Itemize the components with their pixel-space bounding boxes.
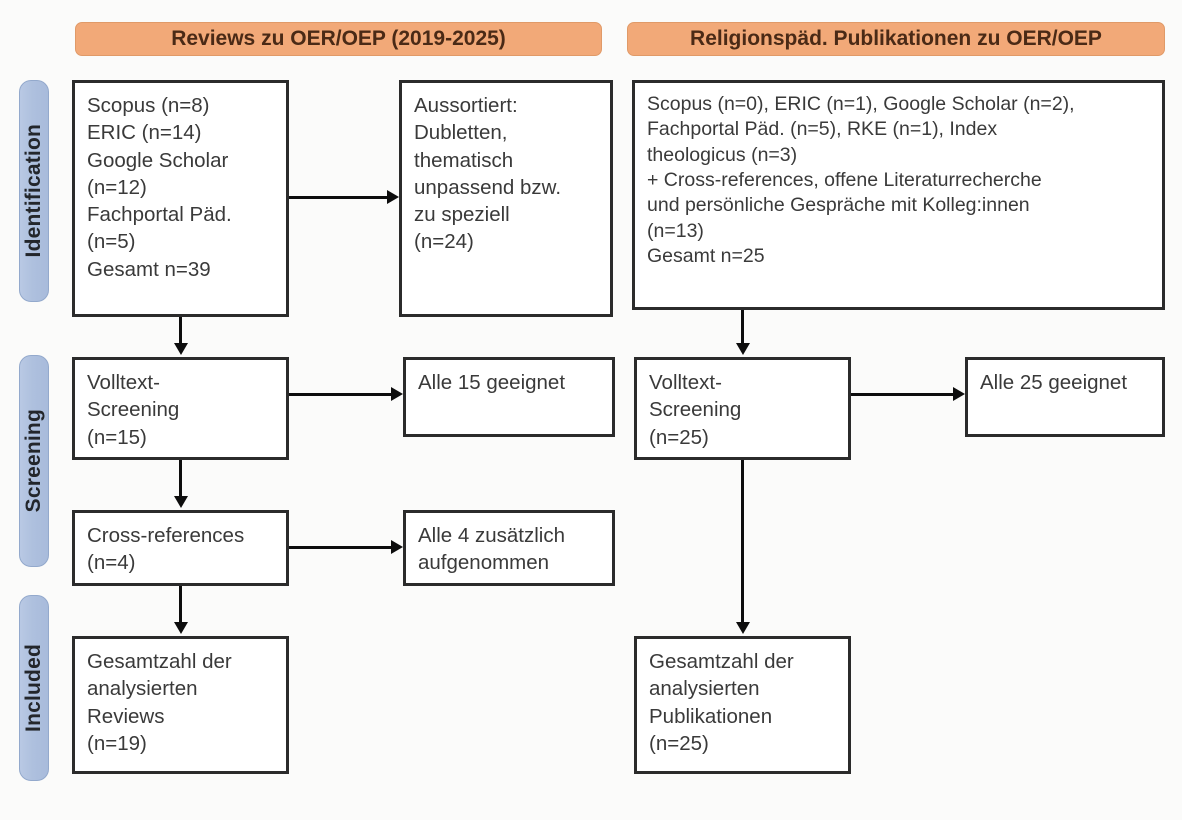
text-line: (n=5)	[87, 230, 136, 254]
text-line: (n=25)	[649, 425, 709, 449]
text-line: Publikationen	[649, 704, 773, 728]
text-line: (n=4)	[87, 551, 136, 575]
connector-right-sources-to-fulltext	[741, 310, 744, 345]
arrowhead-right-icon	[391, 387, 403, 401]
text-line: thematisch	[414, 148, 514, 172]
text-line: Screening	[87, 398, 180, 422]
text-line: analysierten	[649, 677, 760, 701]
arrowhead-right-icon	[387, 190, 399, 204]
text-line: Gesamt n=39	[87, 257, 211, 281]
text-line: Screening	[649, 398, 742, 422]
column-header-left: Reviews zu OER/OEP (2019-2025)	[75, 22, 602, 56]
connector-left-crossrefs-to-result	[289, 546, 391, 549]
arrowhead-down-icon	[174, 622, 188, 634]
text-line: Aussortiert:	[414, 94, 518, 117]
box-left-included-total: Gesamtzahl der analysierten Reviews (n=1…	[72, 636, 289, 774]
text-line: (n=19)	[87, 731, 147, 755]
text-line: (n=24)	[414, 230, 474, 254]
text-line: + Cross-references, offene Literaturrech…	[647, 169, 1042, 192]
text-line: (n=12)	[87, 175, 147, 199]
text-line: Cross-references	[87, 524, 245, 547]
text-line: und persönliche Gespräche mit Kolleg:inn…	[647, 194, 1030, 217]
text-line: analysierten	[87, 677, 198, 701]
text-line: (n=13)	[647, 219, 704, 242]
stage-label-screening: Screening	[22, 409, 45, 513]
box-right-included-total: Gesamtzahl der analysierten Publikatione…	[634, 636, 851, 774]
stage-label-included: Included	[22, 644, 45, 732]
text-line: aufgenommen	[418, 551, 550, 575]
arrowhead-down-icon	[174, 496, 188, 508]
box-left-crossrefs: Cross-references (n=4)	[72, 510, 289, 586]
text-line: Gesamtzahl der	[649, 650, 794, 673]
box-right-identification-sources: Scopus (n=0), ERIC (n=1), Google Scholar…	[632, 80, 1165, 310]
box-left-crossrefs-result: Alle 4 zusätzlich aufgenommen	[403, 510, 615, 586]
text-line: Gesamt n=25	[647, 245, 765, 268]
text-line: Reviews	[87, 704, 165, 728]
text-line: theologicus (n=3)	[647, 143, 798, 166]
box-right-fulltext-screening: Volltext- Screening (n=25)	[634, 357, 851, 460]
arrowhead-down-icon	[174, 343, 188, 355]
stage-bar-screening: Screening	[19, 355, 49, 567]
stage-bar-identification: Identification	[19, 80, 49, 302]
box-left-identification-sources: Scopus (n=8) ERIC (n=14) Google Scholar …	[72, 80, 289, 317]
text-line: zu speziell	[414, 203, 510, 226]
connector-left-fulltext-to-result	[289, 393, 391, 396]
text-line: (n=15)	[87, 425, 147, 449]
connector-right-fulltext-to-included	[741, 460, 744, 624]
stage-bar-included: Included	[19, 595, 49, 781]
text-line: (n=25)	[649, 731, 709, 755]
text-line: ERIC (n=14)	[87, 121, 202, 145]
arrowhead-right-icon	[391, 540, 403, 554]
text-line: Alle 4 zusätzlich	[418, 524, 565, 547]
connector-left-sources-to-fulltext	[179, 317, 182, 345]
text-line: Scopus (n=0), ERIC (n=1), Google Scholar…	[647, 93, 1075, 115]
text-line: Alle 15 geeignet	[418, 371, 566, 394]
text-line: Dubletten,	[414, 121, 508, 145]
box-left-fulltext-screening: Volltext- Screening (n=15)	[72, 357, 289, 460]
text-line: Volltext-	[87, 371, 160, 394]
arrowhead-right-icon	[953, 387, 965, 401]
text-line: Google Scholar	[87, 148, 229, 172]
text-line: Volltext-	[649, 371, 722, 394]
text-line: Fachportal Päd. (n=5), RKE (n=1), Index	[647, 118, 998, 141]
box-left-identification-excluded: Aussortiert: Dubletten, thematisch unpas…	[399, 80, 613, 317]
arrowhead-down-icon	[736, 622, 750, 634]
connector-right-fulltext-to-result	[851, 393, 953, 396]
arrowhead-down-icon	[736, 343, 750, 355]
connector-left-fulltext-to-crossrefs	[179, 460, 182, 498]
connector-left-sources-to-excluded	[289, 196, 387, 199]
text-line: Fachportal Päd.	[87, 203, 232, 226]
text-line: Alle 25 geeignet	[980, 371, 1128, 394]
column-header-right: Religionspäd. Publikationen zu OER/OEP	[627, 22, 1165, 56]
text-line: Scopus (n=8)	[87, 94, 210, 117]
text-line: unpassend bzw.	[414, 175, 562, 199]
stage-label-identification: Identification	[22, 124, 45, 258]
connector-left-crossrefs-to-included	[179, 586, 182, 624]
box-right-fulltext-result: Alle 25 geeignet	[965, 357, 1165, 437]
text-line: Gesamtzahl der	[87, 650, 232, 673]
box-left-fulltext-result: Alle 15 geeignet	[403, 357, 615, 437]
